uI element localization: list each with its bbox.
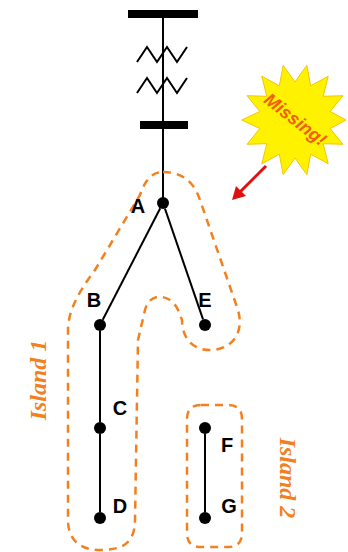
starburst-callout: Missing! bbox=[240, 62, 347, 180]
island-region: Island 1ABECD bbox=[60, 165, 250, 552]
bus-label: D bbox=[113, 495, 127, 518]
island-region: Island 2FG bbox=[182, 400, 248, 552]
line-section bbox=[103, 208, 160, 319]
bus-node: A bbox=[157, 197, 169, 209]
bus-node: F bbox=[199, 422, 211, 434]
island-outline bbox=[182, 400, 248, 552]
bus-label: F bbox=[221, 434, 233, 457]
transformer-winding bbox=[137, 47, 187, 62]
line-section bbox=[99, 434, 101, 512]
island-label: Island 1 bbox=[25, 340, 52, 421]
pointer-arrow bbox=[240, 166, 266, 192]
transformer-winding bbox=[137, 78, 187, 93]
line-section bbox=[165, 209, 203, 320]
bus-node: D bbox=[94, 512, 106, 524]
bus-label: B bbox=[87, 289, 101, 312]
pointer-arrowhead bbox=[232, 186, 246, 200]
island-outline bbox=[60, 165, 250, 552]
bus-label: A bbox=[131, 195, 145, 218]
bus-label: G bbox=[221, 495, 237, 518]
island-label: Island 2 bbox=[274, 438, 301, 519]
bus-label: C bbox=[113, 397, 127, 420]
line-section bbox=[204, 434, 206, 512]
bus-label: E bbox=[198, 289, 211, 312]
bus-node: G bbox=[199, 512, 211, 524]
bus-node: B bbox=[94, 319, 106, 331]
line-section bbox=[99, 331, 101, 422]
substation-bus-bar bbox=[140, 121, 188, 129]
bus-node: C bbox=[94, 422, 106, 434]
bus-node: E bbox=[199, 319, 211, 331]
source-bus-bar bbox=[128, 10, 198, 18]
